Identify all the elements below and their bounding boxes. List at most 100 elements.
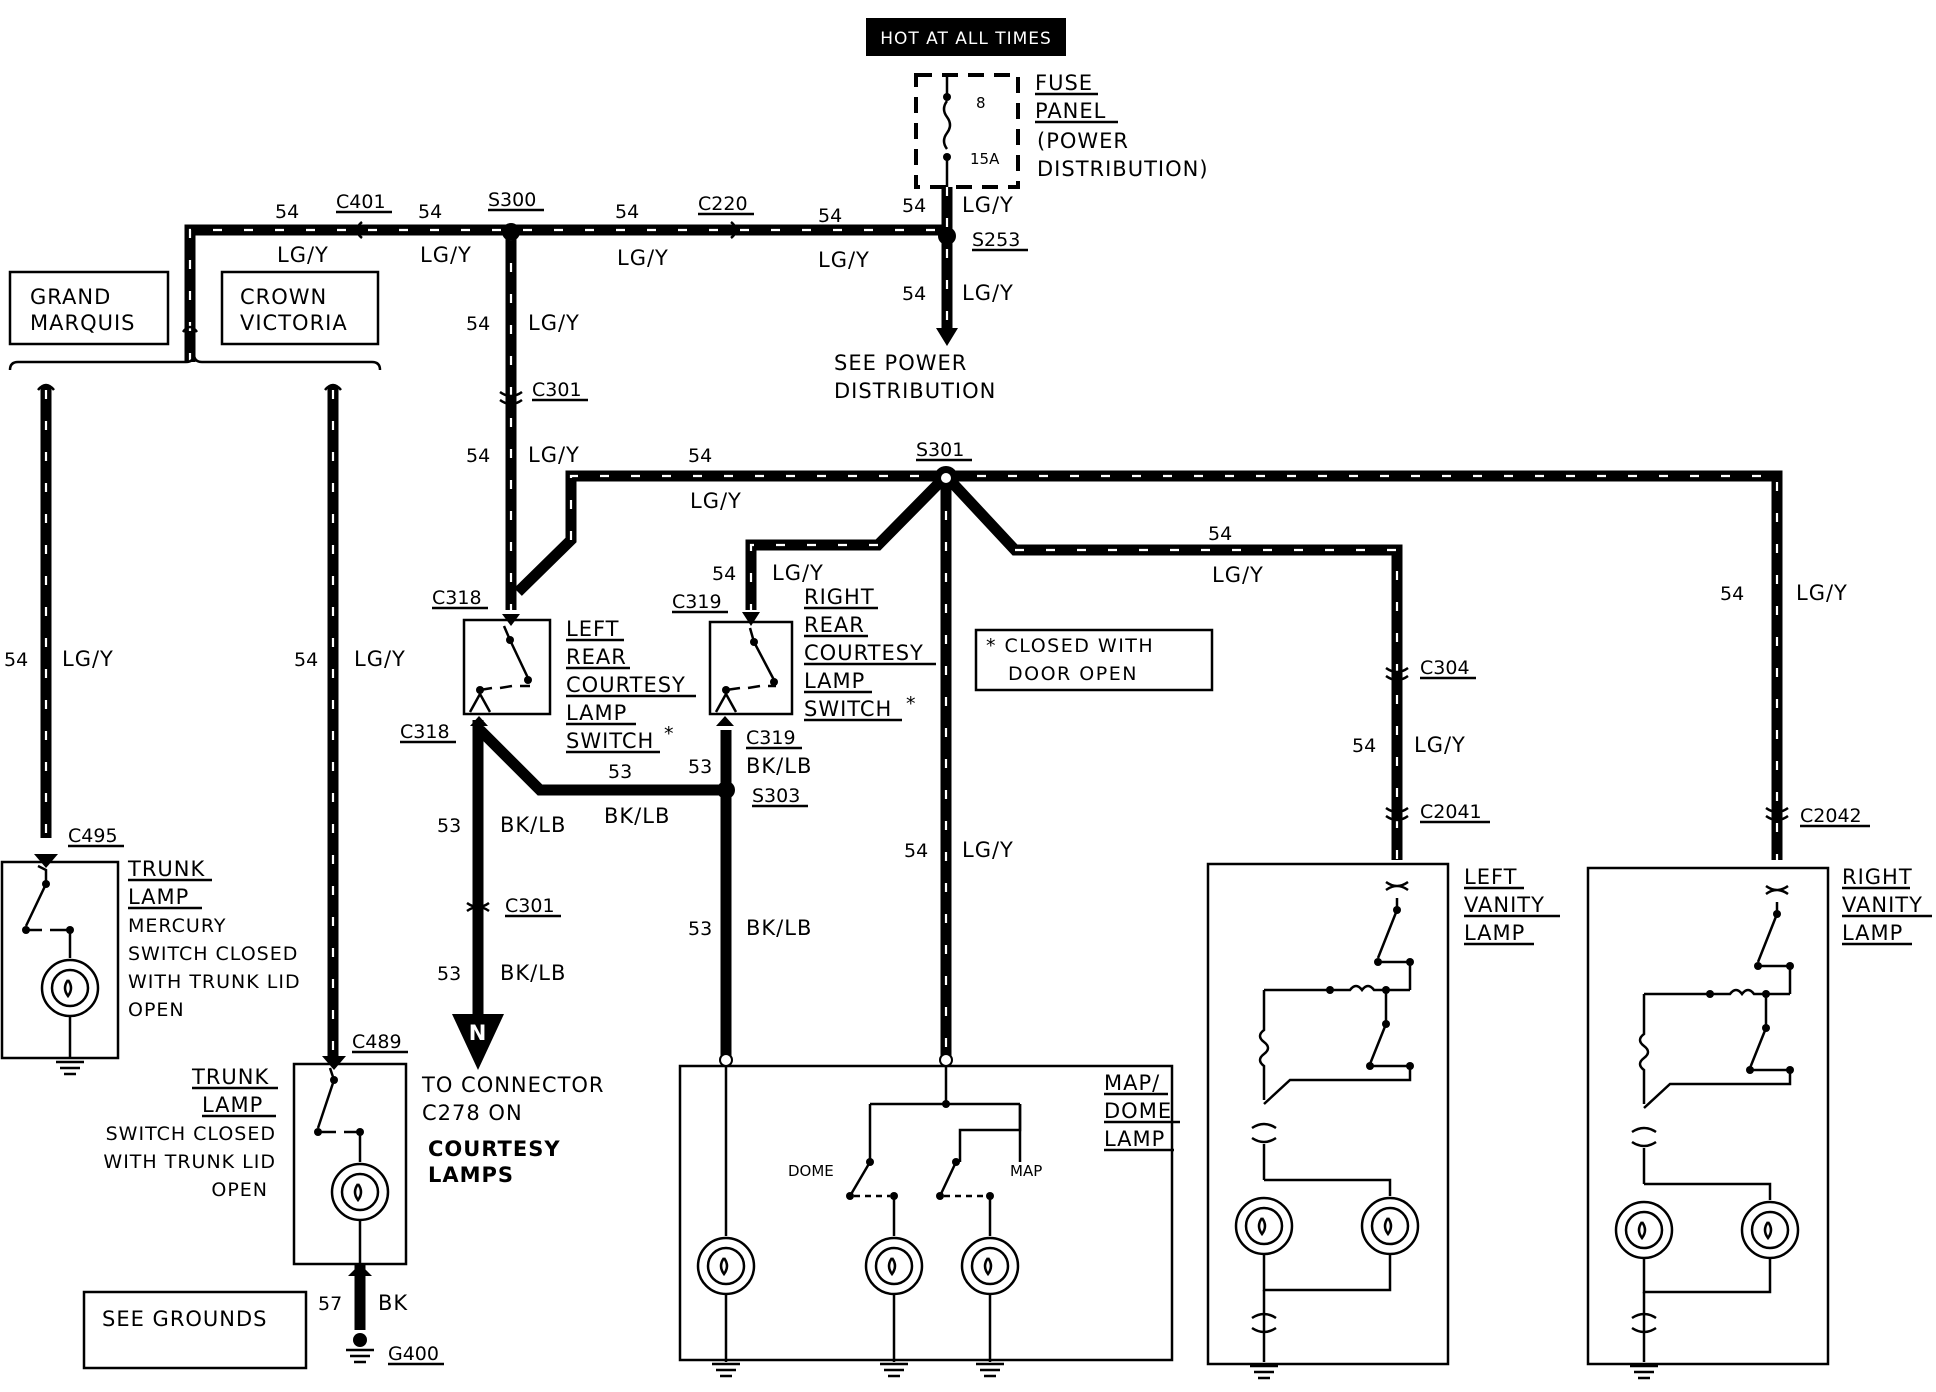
svg-text:8: 8: [976, 94, 986, 112]
svg-text:SWITCH CLOSED: SWITCH CLOSED: [128, 943, 298, 965]
svg-text:G400: G400: [388, 1343, 439, 1365]
trunk-lamp-mercury-label: TRUNK LAMP MERCURY SWITCH CLOSED WITH TR…: [127, 857, 301, 1021]
see-grounds-box: SEE GROUNDS: [82, 1290, 308, 1370]
left-vanity-label: LEFT VANITY LAMP: [1464, 865, 1560, 946]
svg-text:54: 54: [902, 195, 926, 217]
svg-text:REAR: REAR: [804, 613, 865, 637]
svg-text:54: 54: [1208, 523, 1232, 545]
svg-text:COURTESY: COURTESY: [428, 1137, 561, 1161]
map-dome-label: MAP/ DOME LAMP: [1104, 1071, 1180, 1152]
connector-labels: C401 S300 C220 S253 C301 S301 C318 C318 …: [68, 189, 1870, 1366]
crown-victoria-box: CROWN VICTORIA: [220, 270, 380, 346]
svg-text:53: 53: [608, 761, 632, 783]
svg-text:54: 54: [466, 313, 490, 335]
fuse-panel: 8 15A: [914, 73, 1020, 189]
svg-text:RIGHT: RIGHT: [1842, 865, 1913, 889]
svg-text:SWITCH: SWITCH: [566, 729, 654, 753]
svg-text:VICTORIA: VICTORIA: [240, 311, 348, 335]
trunk-lamp: [292, 1056, 408, 1364]
svg-text:*: *: [664, 723, 674, 745]
svg-text:LG/Y: LG/Y: [277, 243, 329, 267]
svg-text:LAMP: LAMP: [202, 1093, 263, 1117]
svg-text:LG/Y: LG/Y: [528, 311, 580, 335]
left-rear-courtesy-switch: [462, 614, 552, 726]
svg-text:C278 ON: C278 ON: [422, 1101, 523, 1125]
svg-text:LG/Y: LG/Y: [690, 489, 742, 513]
svg-text:SEE POWER: SEE POWER: [834, 351, 967, 375]
svg-text:C2042: C2042: [1800, 805, 1862, 827]
svg-text:C304: C304: [1420, 657, 1470, 679]
svg-text:BK/LB: BK/LB: [604, 804, 670, 828]
svg-text:LG/Y: LG/Y: [617, 246, 669, 270]
trunk-lamp-mercury: [0, 854, 120, 1076]
svg-text:54: 54: [712, 563, 736, 585]
svg-text:LEFT: LEFT: [1464, 865, 1518, 889]
svg-text:LG/Y: LG/Y: [62, 647, 114, 671]
svg-text:SWITCH: SWITCH: [804, 697, 892, 721]
svg-text:54: 54: [418, 201, 442, 223]
fuse-panel-label: FUSE PANEL (POWER DISTRIBUTION): [1035, 71, 1209, 181]
model-brace: [8, 353, 382, 371]
svg-text:53: 53: [437, 963, 461, 985]
svg-text:C489: C489: [352, 1031, 402, 1053]
svg-text:C318: C318: [400, 721, 450, 743]
svg-text:C301: C301: [505, 895, 555, 917]
svg-text:FUSE: FUSE: [1035, 71, 1093, 95]
svg-text:WITH TRUNK LID: WITH TRUNK LID: [103, 1151, 276, 1173]
svg-text:53: 53: [437, 815, 461, 837]
svg-text:54: 54: [1720, 583, 1744, 605]
svg-text:LG/Y: LG/Y: [962, 193, 1014, 217]
svg-text:BK/LB: BK/LB: [500, 813, 566, 837]
svg-text:54: 54: [902, 283, 926, 305]
svg-text:C319: C319: [672, 591, 722, 613]
svg-text:LG/Y: LG/Y: [420, 243, 472, 267]
svg-text:54: 54: [4, 649, 28, 671]
svg-text:LAMP: LAMP: [1842, 921, 1903, 945]
note-box: * CLOSED WITH DOOR OPEN: [974, 628, 1214, 692]
svg-text:54: 54: [275, 201, 299, 223]
svg-text:15A: 15A: [970, 150, 1000, 168]
svg-text:HOT AT ALL TIMES: HOT AT ALL TIMES: [880, 29, 1052, 49]
svg-text:LG/Y: LG/Y: [962, 838, 1014, 862]
svg-text:LAMP: LAMP: [128, 885, 189, 909]
svg-text:C319: C319: [746, 727, 796, 749]
svg-text:BK: BK: [378, 1291, 408, 1315]
svg-text:54: 54: [688, 445, 712, 467]
svg-text:(POWER: (POWER: [1037, 129, 1129, 153]
svg-text:DISTRIBUTION: DISTRIBUTION: [834, 379, 996, 403]
svg-text:MAP: MAP: [1010, 1162, 1042, 1180]
svg-text:VANITY: VANITY: [1842, 893, 1923, 917]
svg-text:C220: C220: [698, 193, 748, 215]
svg-text:LG/Y: LG/Y: [1414, 733, 1466, 757]
svg-text:S253: S253: [972, 229, 1020, 251]
svg-text:LG/Y: LG/Y: [528, 443, 580, 467]
svg-text:TO CONNECTOR: TO CONNECTOR: [421, 1073, 605, 1097]
svg-text:* CLOSED WITH: * CLOSED WITH: [986, 635, 1154, 657]
svg-text:TRUNK: TRUNK: [127, 857, 205, 881]
inline-connector-marks: [355, 221, 1789, 913]
svg-text:LG/Y: LG/Y: [962, 281, 1014, 305]
svg-text:BK/LB: BK/LB: [746, 916, 812, 940]
wire-hop: [37, 383, 342, 391]
svg-text:53: 53: [688, 756, 712, 778]
svg-text:MARQUIS: MARQUIS: [30, 311, 136, 335]
wire-hop: [181, 325, 199, 333]
svg-text:*: *: [906, 693, 916, 715]
svg-text:LAMP: LAMP: [1104, 1127, 1165, 1151]
right-vanity-lamp: [1586, 866, 1830, 1380]
svg-text:DISTRIBUTION): DISTRIBUTION): [1037, 157, 1209, 181]
power-distribution-label: SEE POWER DISTRIBUTION: [834, 351, 996, 403]
connector-n-arrow: N: [452, 1014, 504, 1070]
svg-text:WITH TRUNK LID: WITH TRUNK LID: [128, 971, 301, 993]
svg-text:REAR: REAR: [566, 645, 627, 669]
svg-text:57: 57: [318, 1293, 342, 1315]
svg-text:54: 54: [904, 840, 928, 862]
svg-text:PANEL: PANEL: [1035, 99, 1106, 123]
svg-text:MAP/: MAP/: [1104, 1071, 1160, 1095]
svg-text:LG/Y: LG/Y: [1796, 581, 1848, 605]
svg-text:DOME: DOME: [788, 1162, 834, 1180]
svg-text:OPEN: OPEN: [128, 999, 185, 1021]
svg-text:C495: C495: [68, 825, 118, 847]
svg-text:SEE GROUNDS: SEE GROUNDS: [102, 1307, 268, 1331]
